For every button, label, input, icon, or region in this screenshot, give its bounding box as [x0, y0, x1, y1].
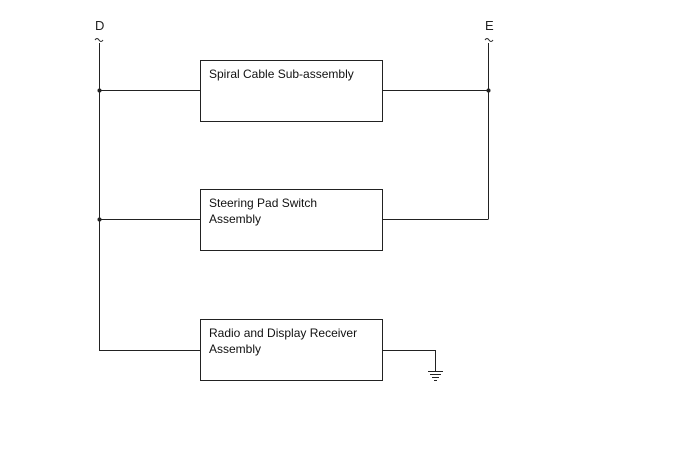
steering-pad-switch-box: Steering Pad Switch Assembly	[200, 189, 383, 251]
junction-dot-e-spiral	[486, 88, 491, 93]
terminal-e-label: E	[485, 18, 494, 33]
radio-to-ground-wire	[383, 350, 436, 371]
ground-icon	[428, 371, 443, 381]
junction-dot-d-spiral	[97, 88, 102, 93]
spiral-cable-box: Spiral Cable Sub-assembly	[200, 60, 383, 122]
junction-dot-d-steering	[97, 217, 102, 222]
terminal-d-break-mark	[94, 38, 104, 42]
terminal-e-break-mark	[484, 38, 494, 42]
steering-pad-switch-label: Steering Pad Switch Assembly	[209, 196, 318, 226]
radio-display-receiver-label: Radio and Display Receiver Assembly	[209, 326, 358, 356]
terminal-d-label: D	[95, 18, 105, 33]
spiral-cable-label: Spiral Cable Sub-assembly	[209, 67, 354, 81]
radio-display-receiver-box: Radio and Display Receiver Assembly	[200, 319, 383, 381]
